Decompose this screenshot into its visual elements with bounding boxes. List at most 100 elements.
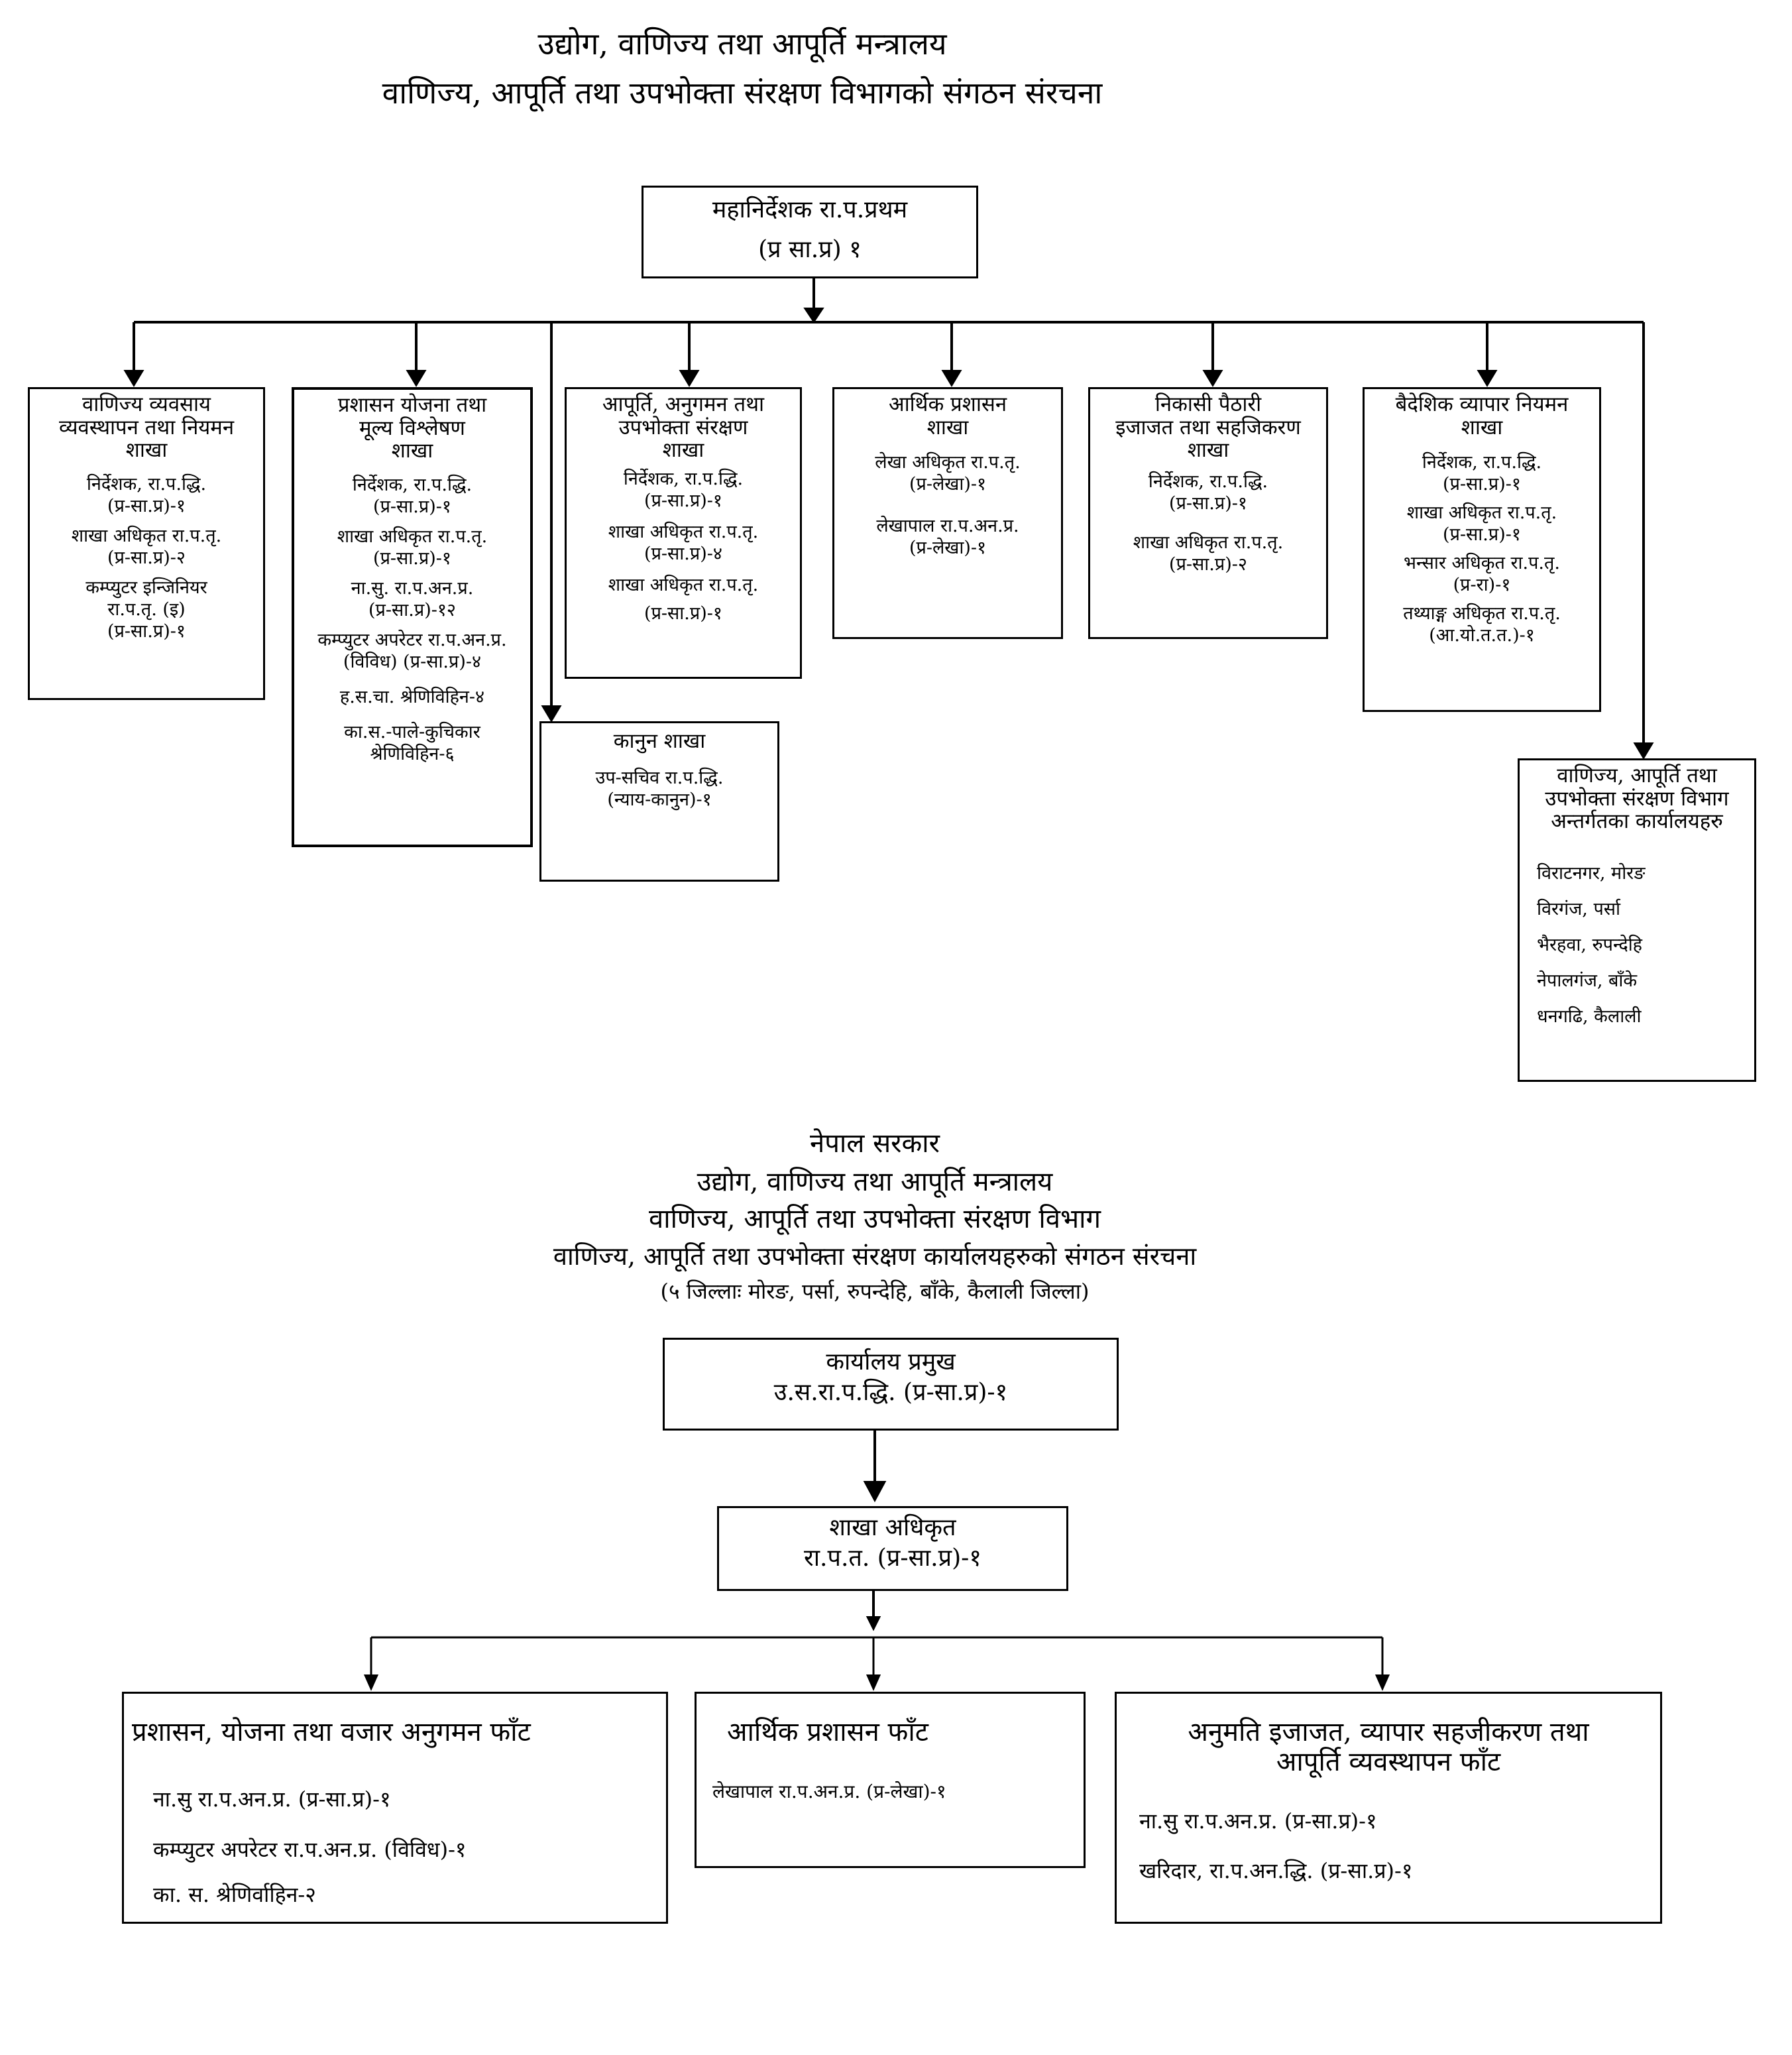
branch-title: उपभोक्ता संरक्षण [618, 415, 748, 440]
post-line: लेखा अधिकृत रा.प.तृ. [875, 452, 1021, 473]
unit-title: अनुमति इजाजत, व्यापार सहजीकरण तथा [1188, 1717, 1589, 1747]
post-line: (प्र-सा.प्र)-१ [644, 491, 722, 512]
branch-title: शाखा [662, 438, 704, 463]
unit-box: आर्थिक प्रशासन फाँट लेखापाल रा.प.अन.प्र.… [695, 1692, 1086, 1868]
post-line: तथ्याङ्ग अधिकृत रा.प.तृ. [1403, 603, 1561, 624]
post-line: शाखा अधिकृत रा.प.तृ. [1406, 502, 1557, 524]
branch-title: शाखा [926, 415, 969, 440]
offices-title: अन्तर्गतका कार्यालयहरु [1551, 809, 1723, 834]
branch-title: शाखा [125, 438, 168, 463]
branch-title: बैदेशिक व्यापार नियमन [1395, 392, 1569, 416]
office-item: नेपालगंज, बाँके [1537, 970, 1638, 992]
post-line: ह.स.चा. श्रेणिविहिन-४ [339, 686, 485, 707]
unit-box: अनुमति इजाजत, व्यापार सहजीकरण तथा आपूर्त… [1115, 1692, 1662, 1924]
post-line: का.स.-पाले-कुचिकार [344, 721, 480, 742]
bottom-title-line4: वाणिज्य, आपूर्ति तथा उपभोक्ता संरक्षण का… [553, 1242, 1197, 1271]
arrow-head [803, 308, 824, 323]
post-line: ना.सु रा.प.अन.प्र. (प्र-सा.प्र)-१ [1139, 1808, 1377, 1834]
post-line: निर्देशक, रा.प.द्धि. [1422, 452, 1542, 473]
bottom-title-line5: (५ जिल्लाः मोरङ, पर्सा, रुपन्देहि, बाँके… [660, 1279, 1090, 1304]
post-line: शाखा अधिकृत रा.प.तृ. [1133, 532, 1284, 554]
post-line: कम्प्युटर अपरेटर रा.प.अन.प्र. [317, 629, 507, 650]
post-line: (प्र-सा.प्र)-२ [107, 547, 186, 568]
bottom-title-line2: उद्योग, वाणिज्य तथा आपूर्ति मन्त्रालय [697, 1167, 1053, 1197]
branch-title: आर्थिक प्रशासन [888, 392, 1007, 416]
post-line: (प्र-सा.प्र)-१ [1169, 493, 1247, 514]
post-line: लेखापाल रा.प.अन.प्र. [876, 516, 1019, 537]
office-chief-box: कार्यालय प्रमुख उ.स.रा.प.द्धि. (प्र-सा.प… [663, 1338, 1119, 1431]
post-line: (प्र-रा)-१ [1453, 575, 1511, 596]
office-chief-post: उ.स.रा.प.द्धि. (प्र-सा.प्र)-१ [773, 1379, 1008, 1407]
branch-box: आर्थिक प्रशासन शाखा लेखा अधिकृत रा.प.तृ.… [832, 387, 1063, 639]
post-line: कम्प्युटर अपरेटर रा.प.अन.प्र. (विविध)-१ [153, 1836, 467, 1862]
offices-title: उपभोक्ता संरक्षण विभाग [1545, 786, 1729, 811]
post-line: ना.सु. रा.प.अन.प्र. [351, 577, 474, 599]
post-line: (प्र-सा.प्र)-१ [373, 548, 451, 569]
branch-box: वाणिज्य व्यवसाय व्यवस्थापन तथा नियमन शाख… [28, 387, 265, 700]
post-line: श्रेणिविहिन-६ [370, 743, 455, 764]
office-item: धनगढि, कैलाली [1537, 1006, 1642, 1028]
post-line: शाखा अधिकृत रा.प.तृ. [608, 574, 759, 595]
post-line: (प्र-सा.प्र)-१ [1443, 474, 1521, 495]
branch-title: मूल्य विश्लेषण [359, 416, 465, 440]
post-line: निर्देशक, रा.प.द्धि. [352, 475, 473, 496]
post-line: खरिदार, रा.प.अन.द्धि. (प्र-सा.प्र)-१ [1139, 1857, 1413, 1883]
office-item: भैरहवा, रुपन्देहि [1537, 935, 1643, 956]
section-officer-box: शाखा अधिकृत रा.प.त. (प्र-सा.प्र)-१ [717, 1506, 1068, 1591]
branch-title: आपूर्ति, अनुगमन तथा [602, 392, 765, 416]
post-line: का. स. श्रेणिर्वाहिन-२ [153, 1881, 316, 1907]
post-line: शाखा अधिकृत रा.प.तृ. [71, 526, 222, 547]
top-title-line2: वाणिज्य, आपूर्ति तथा उपभोक्ता संरक्षण वि… [382, 75, 1103, 111]
post-line: (प्र-सा.प्र)-१ [1443, 524, 1521, 546]
post-line: निर्देशक, रा.प.द्धि. [86, 474, 207, 495]
post-line: उप-सचिव रा.प.द्धि. [595, 767, 724, 788]
director-general-sub: (प्र सा.प्र) १ [758, 236, 862, 264]
branch-title: शाखा [391, 439, 433, 463]
post-line: (आ.यो.त.त.)-१ [1429, 625, 1535, 646]
section-officer-post: रा.प.त. (प्र-सा.प्र)-१ [804, 1545, 981, 1572]
post-line: शाखा अधिकृत रा.प.तृ. [337, 526, 488, 548]
branch-title: शाखा [1187, 438, 1229, 463]
section-officer-title: शाखा अधिकृत [829, 1514, 956, 1541]
unit-title: आर्थिक प्रशासन फाँट [727, 1717, 928, 1747]
post-line: निर्देशक, रा.प.द्धि. [623, 469, 744, 490]
bottom-title-line3: वाणिज्य, आपूर्ति तथा उपभोक्ता संरक्षण वि… [648, 1204, 1101, 1234]
branch-title: व्यवस्थापन तथा नियमन [58, 415, 235, 440]
post-line: ना.सु रा.प.अन.प्र. (प्र-सा.प्र)-१ [153, 1786, 391, 1812]
post-line: (प्र-सा.प्र)-२ [1169, 554, 1247, 575]
offices-title: वाणिज्य, आपूर्ति तथा [1557, 764, 1717, 788]
law-branch-title: कानुन शाखा [613, 729, 706, 753]
unit-title: प्रशासन, योजना तथा वजार अनुगमन फाँट [132, 1717, 531, 1747]
post-line: (प्र-सा.प्र)-१ [644, 603, 722, 624]
branch-title: इजाजत तथा सहजिकरण [1115, 415, 1301, 440]
post-line: (विविध) (प्र-सा.प्र)-४ [343, 651, 482, 672]
unit-title: आपूर्ति व्यवस्थापन फाँट [1276, 1746, 1501, 1777]
branch-title: प्रशासन योजना तथा [337, 393, 487, 417]
unit-box: प्रशासन, योजना तथा वजार अनुगमन फाँट ना.स… [122, 1692, 668, 1924]
post-line: शाखा अधिकृत रा.प.तृ. [608, 522, 759, 543]
branch-title: वाणिज्य व्यवसाय [82, 392, 211, 416]
director-general-title: महानिर्देशक रा.प.प्रथम [712, 196, 908, 223]
post-line: (प्र-सा.प्र)-१२ [368, 599, 456, 620]
post-line: (प्र-सा.प्र)-१ [373, 497, 451, 518]
post-line: (प्र-लेखा)-१ [909, 474, 987, 495]
post-line: (प्र-सा.प्र)-१ [107, 496, 186, 517]
post-line: कम्प्युटर इन्जिनियर [85, 577, 207, 598]
office-item: विरगंज, पर्सा [1537, 899, 1621, 920]
top-title-line1: उद्योग, वाणिज्य तथा आपूर्ति मन्त्रालय [537, 26, 947, 62]
post-line: (प्र-सा.प्र)-१ [107, 620, 186, 642]
branch-box: निकासी पैठारी इजाजत तथा सहजिकरण शाखा निर… [1088, 387, 1328, 639]
director-general-box: महानिर्देशक रा.प.प्रथम (प्र सा.प्र) १ [642, 186, 978, 278]
post-line: रा.प.तृ. (इ) [107, 599, 186, 620]
office-item: विराटनगर, मोरङ [1537, 863, 1646, 884]
branch-box: आपूर्ति, अनुगमन तथा उपभोक्ता संरक्षण शाख… [565, 387, 802, 679]
post-line: भन्सार अधिकृत रा.प.तृ. [1404, 553, 1560, 574]
branch-box: बैदेशिक व्यापार नियमन शाखा निर्देशक, रा.… [1363, 387, 1601, 712]
post-line: (प्र-लेखा)-१ [909, 538, 987, 559]
bottom-title-line1: नेपाल सरकार [810, 1128, 940, 1159]
post-line: (प्र-सा.प्र)-४ [644, 543, 722, 564]
branch-title: शाखा [1461, 415, 1503, 440]
branch-box: प्रशासन योजना तथा मूल्य विश्लेषण शाखा नि… [292, 387, 533, 847]
law-branch-box: कानुन शाखा उप-सचिव रा.प.द्धि. (न्याय-कान… [539, 721, 779, 882]
